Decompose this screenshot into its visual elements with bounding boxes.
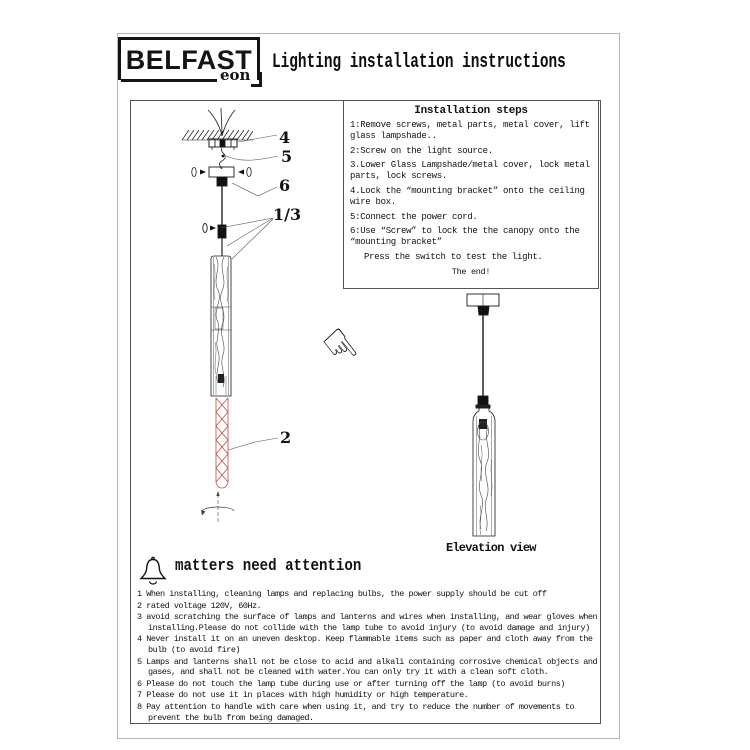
elevation-view-label: Elevation view [446,541,536,555]
page-title: Lighting installation instructions [272,51,566,74]
step-test: Press the switch to test the light. [364,251,543,262]
logo-corner [251,84,262,87]
step-5: 5:Connect the power cord. [350,211,478,222]
callout-lines [219,134,279,451]
page-frame [117,33,620,739]
step-2: 2:Screw on the light source. [350,145,493,156]
logo-underline [121,79,217,82]
installation-steps-panel: Installation steps 1:Remove screws, meta… [343,100,599,289]
step-6: 6:Use “Screw” to lock the the canopy ont… [350,226,580,248]
end-note: The end! [451,266,491,277]
brand-logo: BELFAST [118,37,260,80]
callout-1-3: 1/3 [273,205,301,224]
step-1: 1:Remove screws, metal parts, metal cove… [350,120,590,141]
attention-item: 5 Lamps and lanterns shall not be close … [137,656,598,678]
elevation-canopy [466,293,500,316]
logo-corner [259,72,262,87]
brand-subname: eon [220,66,251,84]
brand-name: BELFAST [125,44,253,75]
attention-item: 2 rated voltage 120V, 60Hz. [137,600,262,611]
attention-item: 8 Pay attention to handle with care when… [137,701,575,723]
cord-connector [202,223,227,239]
rotation-indicator [201,491,235,522]
attention-item: 4 Never install it on an uneven desktop.… [137,634,593,655]
attention-item: 3 avoid scratching the surface of lamps … [137,612,598,633]
exploded-view-diagram: 4 5 6 1/3 2 [181,107,301,522]
callout-6: 6 [279,176,290,195]
callout-2: 2 [280,428,291,447]
ceiling-wires [207,107,236,137]
callout-4: 4 [279,128,290,147]
attention-item: 7 Please do not use it in places with hi… [137,690,469,701]
canopy-screws [191,167,252,177]
mounting-bracket [208,138,238,150]
canopy [208,166,235,187]
elevation-view-diagram [466,293,500,537]
attention-list: 1 When installing, cleaning lamps and re… [137,589,599,724]
elevation-socket [475,395,491,409]
bell-icon [139,556,167,585]
lamp-tube [215,397,229,489]
step-4: 4.Lock the “mounting bracket” onto the c… [350,185,585,207]
steps-title: Installation steps [414,105,528,117]
ceiling-hatch [181,129,254,141]
step-3: 3.Lower Glass Lampshade/metal cover, loc… [350,160,590,182]
attention-item: 1 When installing, cleaning lamps and re… [137,589,547,599]
attention-title: matters need attention [175,557,362,576]
attention-item: 6 Please do not touch the lamp tube duri… [137,678,565,689]
wire-hook [219,147,226,169]
elevation-shade [472,408,496,537]
glass-lampshade [210,255,232,397]
callout-5: 5 [281,147,292,166]
